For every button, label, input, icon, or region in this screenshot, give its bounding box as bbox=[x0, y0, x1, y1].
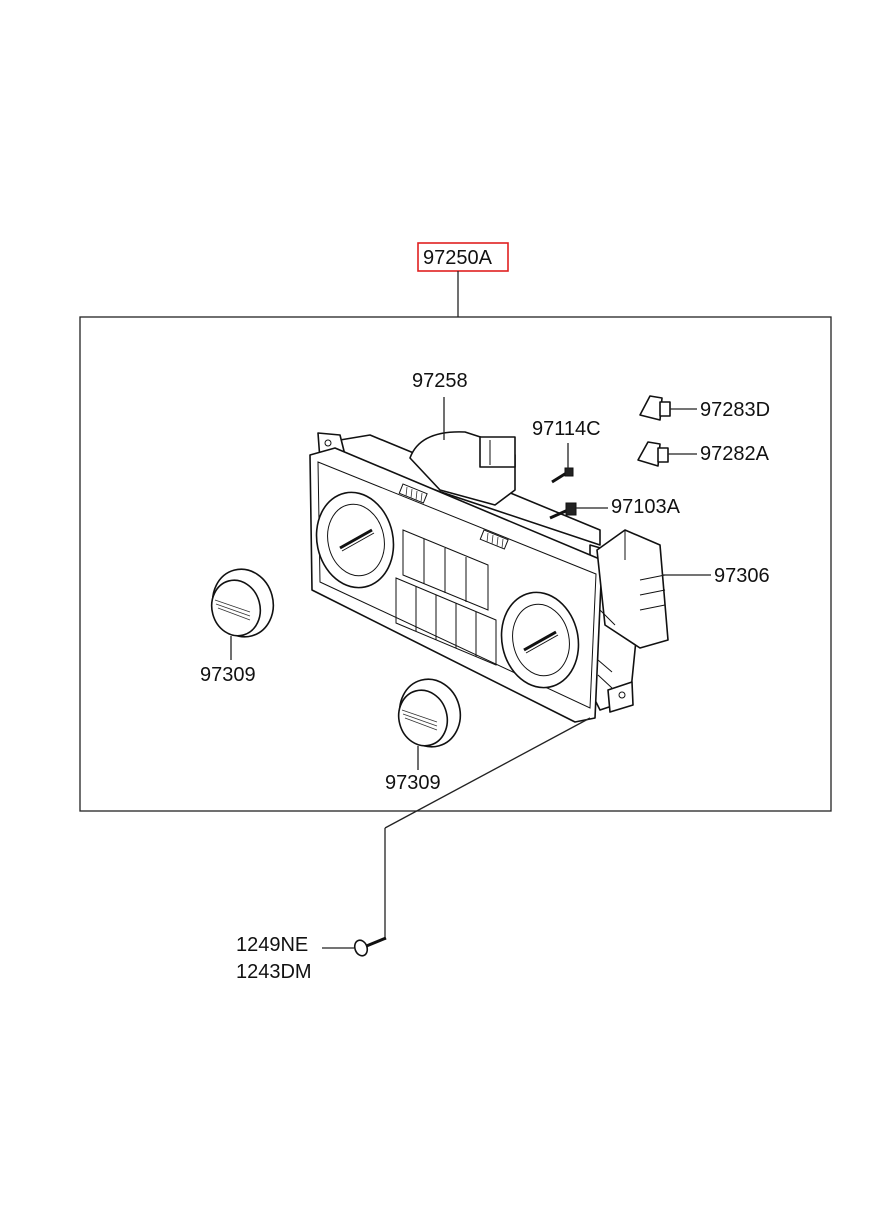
assembly-label[interactable]: 97250A bbox=[423, 247, 493, 269]
leader-bolt bbox=[384, 717, 591, 829]
screw-b-icon bbox=[549, 502, 577, 520]
label-knob-left[interactable]: 97309 bbox=[200, 664, 256, 686]
assembly-frame bbox=[79, 316, 832, 812]
control-head-unit bbox=[309, 431, 669, 723]
label-knob-bottom[interactable]: 97309 bbox=[385, 772, 441, 794]
label-bolt-2[interactable]: 1243DM bbox=[236, 961, 312, 983]
bulb-a-icon bbox=[637, 441, 669, 467]
knob-bottom-icon bbox=[397, 678, 462, 748]
label-bulb-a[interactable]: 97282A bbox=[700, 443, 770, 465]
bolt-icon bbox=[353, 936, 387, 957]
screw-small-icon bbox=[551, 467, 574, 484]
label-screw-small[interactable]: 97114C bbox=[532, 418, 601, 440]
label-motor[interactable]: 97258 bbox=[412, 370, 468, 392]
label-bolt-1[interactable]: 1249NE bbox=[236, 934, 308, 956]
label-bulb-d[interactable]: 97283D bbox=[700, 399, 770, 421]
label-switch[interactable]: 97306 bbox=[714, 565, 770, 587]
knob-left-icon bbox=[210, 568, 275, 638]
label-screw-b[interactable]: 97103A bbox=[611, 496, 681, 518]
assembly-highlight-box[interactable] bbox=[417, 242, 509, 272]
bulb-d-icon bbox=[639, 395, 671, 421]
